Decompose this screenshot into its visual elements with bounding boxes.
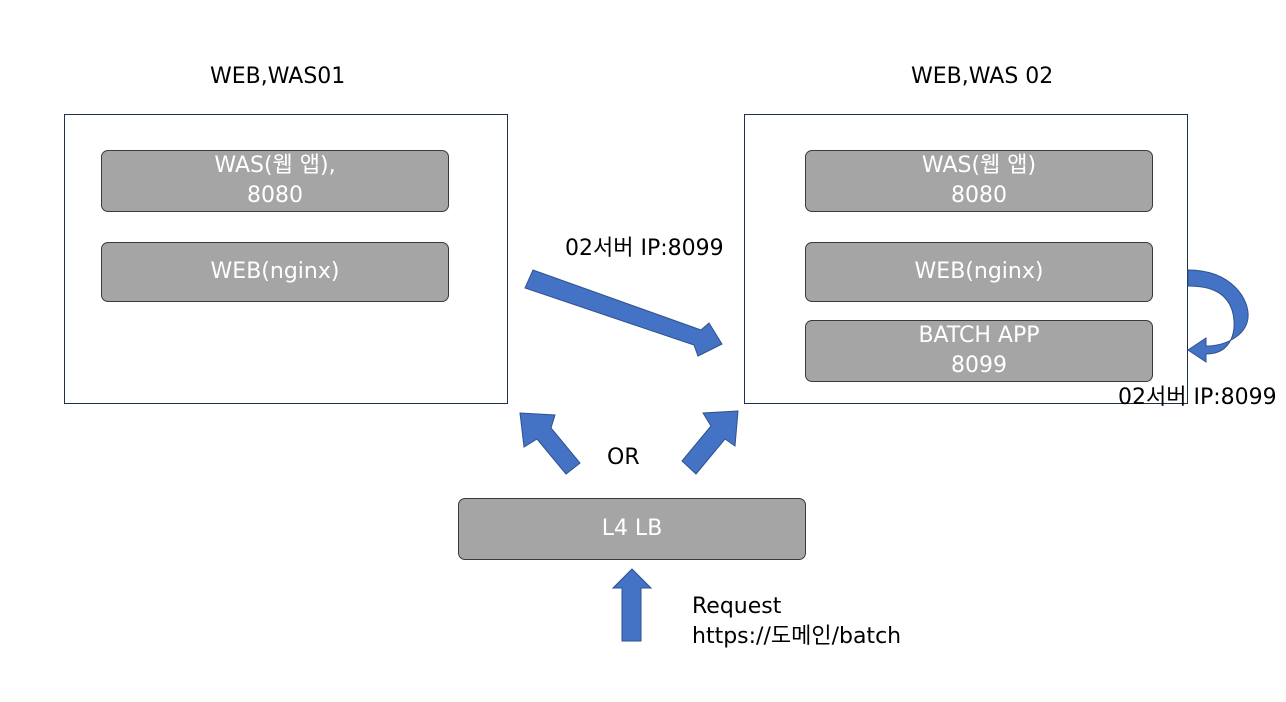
lb-to-server2-arrow: [681, 410, 739, 475]
server2-batch-port: 8099: [951, 353, 1007, 378]
server2-was-port: 8080: [951, 183, 1007, 208]
request-url: https://도메인/batch: [692, 624, 902, 649]
or-label: OR: [607, 445, 640, 470]
server1-was-port: 8080: [247, 183, 303, 208]
local-ip-label: 02서버 IP:8099: [1118, 385, 1277, 410]
load-balancer-label: L4 LB: [601, 516, 663, 541]
server2-web-label: WEB(nginx): [914, 259, 1044, 284]
load-balancer-node: L4 LB: [458, 498, 806, 560]
server1-was-node: WAS(웹 앱), 8080: [101, 150, 449, 212]
server1-title: WEB,WAS01: [210, 64, 346, 89]
cross-server-ip-label: 02서버 IP:8099: [565, 236, 724, 261]
server2-web-node: WEB(nginx): [805, 242, 1153, 302]
server2-was-node: WAS(웹 앱) 8080: [805, 150, 1153, 212]
request-label: Request: [692, 594, 782, 619]
server1-was-label: WAS(웹 앱),: [214, 153, 336, 178]
curved-loop-arrow: [1187, 269, 1249, 363]
server2-batch-label: BATCH APP: [918, 323, 1040, 348]
cross-server-arrow: [524, 269, 723, 357]
server2-was-label: WAS(웹 앱): [921, 153, 1037, 178]
request-to-lb-arrow: [611, 568, 653, 642]
server2-title: WEB,WAS 02: [911, 64, 1054, 89]
server1-web-label: WEB(nginx): [210, 259, 340, 284]
server2-batch-node: BATCH APP 8099: [805, 320, 1153, 382]
lb-to-server1-arrow: [519, 412, 581, 475]
server1-web-node: WEB(nginx): [101, 242, 449, 302]
